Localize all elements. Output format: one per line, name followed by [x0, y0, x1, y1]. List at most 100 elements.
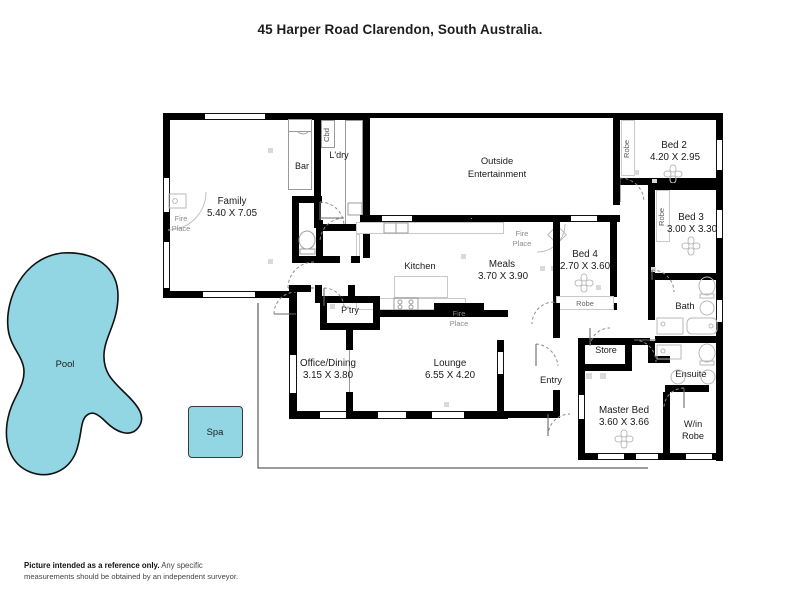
wall-entry-right2: [553, 390, 560, 418]
powerpoint-meals-1: [540, 266, 545, 271]
fireplace-meals-label2: Place: [512, 239, 532, 248]
powerpoint-kitchen: [461, 254, 466, 259]
store-label: Store: [595, 345, 617, 355]
footer-line2: measurements should be obtained by an in…: [24, 572, 239, 582]
footer-bold: Picture intended as a reference only.: [24, 561, 160, 570]
cbd-cupboard: [321, 120, 335, 148]
wall-kitchen-left: [351, 256, 360, 263]
wc-toilet: [298, 230, 316, 255]
wall-ensuite-left: [648, 341, 655, 363]
window-family-top: [205, 113, 265, 120]
pool-label: Pool: [55, 358, 75, 369]
bed2-label: Bed 2: [661, 140, 687, 151]
wall-bar-bottom: [292, 196, 322, 203]
outside-label-2: Entertainment: [467, 168, 527, 179]
wall-bed2-top: [613, 113, 723, 120]
master-label: Master Bed: [598, 405, 650, 416]
wall-ldry-sill: [321, 224, 370, 231]
bar-top-run: [288, 119, 312, 132]
door-swing-wc: [319, 217, 345, 243]
powerpoint-lounge: [444, 402, 449, 407]
wall-ldry-left: [314, 113, 321, 228]
wall-ptry-bottom: [320, 323, 380, 330]
wall-store-top: [578, 338, 632, 345]
ensuite-fixtures: [656, 343, 716, 385]
door-swing-winrobe: [663, 387, 685, 409]
window-master-bottom-2: [636, 453, 658, 460]
wall-entry-bottom: [497, 411, 560, 418]
wall-office-right-line: [349, 350, 350, 392]
window-family-bottom: [203, 291, 255, 298]
wall-bed2-bottom: [613, 178, 723, 185]
wall-ensuite-right: [716, 341, 723, 461]
window-master-left: [578, 395, 585, 419]
wall-fireplace-lounge-right: [477, 303, 484, 317]
door-swing-masterhall: [633, 339, 657, 363]
window-bed2-right: [716, 140, 723, 170]
wall-outside-top: [370, 113, 620, 118]
wall-exterior-bottom-meals: [553, 303, 560, 315]
powerpoint-office: [330, 304, 335, 309]
wall-hall-right: [648, 280, 655, 320]
ceiling-fan-master: [614, 429, 634, 449]
wall-office-right: [346, 330, 353, 350]
winrobe-label-1: W/in: [683, 419, 703, 429]
bar-label: Bar: [294, 161, 309, 171]
window-master-bottom-1: [598, 453, 624, 460]
lounge-label: Lounge: [433, 358, 467, 369]
ceiling-fan-bed4: [574, 273, 594, 293]
powerpoint-bed2-2: [652, 179, 657, 184]
wall-ldry-right: [363, 113, 370, 258]
bed4-robe-label: Robe: [576, 299, 594, 308]
wall-bed4-right: [610, 215, 617, 297]
wall-hall-stub-1: [289, 285, 311, 292]
bed4-dim: 2.70 X 3.60: [559, 261, 611, 272]
wall-meals-right: [553, 215, 560, 315]
bed4-label: Bed 4: [572, 249, 598, 260]
spa-shape: [188, 406, 243, 458]
office-label: Office/Dining: [300, 358, 356, 369]
family-dim: 5.40 X 7.05: [206, 208, 258, 219]
wall-store-bottom: [578, 364, 632, 371]
footer-rest: Any specific: [159, 561, 203, 570]
wall-bed3-top: [648, 183, 723, 190]
master-dim: 3.60 X 3.66: [598, 417, 650, 428]
kitchen-island: [394, 276, 448, 298]
bed2-robe: [621, 120, 635, 176]
wall-hall-stub-3: [348, 285, 355, 301]
door-swing-office: [273, 291, 297, 315]
window-lounge-bottom-1: [320, 411, 350, 419]
window-family-left2: [163, 242, 170, 288]
wall-hall-stub-2: [315, 285, 322, 303]
fireplace-lounge-label1: Fire: [452, 309, 466, 318]
ceiling-fan-bed3: [681, 236, 701, 256]
wall-fireplace-lounge-left: [434, 303, 441, 317]
window-entry-left: [497, 352, 504, 374]
bed2-dim: 4.20 X 2.95: [649, 152, 701, 163]
cbd-label: Cbd: [322, 128, 331, 142]
window-lounge-bottom-3: [432, 411, 464, 419]
wall-office-right2: [346, 392, 353, 419]
kitchen-sink: [383, 222, 409, 234]
door-swing-bed2: [619, 177, 645, 203]
family-label: Family: [217, 196, 247, 207]
wall-winrobe-left: [663, 392, 670, 460]
bath-label: Bath: [675, 300, 695, 311]
office-dim: 3.15 X 3.80: [302, 370, 354, 381]
bed2-robe-label: Robe: [622, 139, 631, 159]
fireplace-meals-label1: Fire: [515, 229, 529, 238]
door-swing-entry-1: [535, 343, 559, 367]
ceiling-fan-bed2: [663, 164, 683, 184]
ensuite-label: Ensuite: [675, 368, 707, 379]
wall-lounge-left-top: [380, 310, 436, 317]
footer-disclaimer: Picture intended as a reference only. An…: [24, 560, 324, 582]
kitchen-label: Kitchen: [404, 260, 436, 271]
door-swing-store: [589, 327, 611, 347]
wall-hall-bed-left: [613, 183, 620, 205]
wall-bed3-left: [648, 183, 655, 273]
spa-label: Spa: [206, 426, 224, 437]
kitchen-bench-top: [356, 222, 504, 234]
door-swing-hall-2: [323, 287, 345, 307]
bed3-dim: 3.00 X 3.30: [666, 224, 718, 235]
